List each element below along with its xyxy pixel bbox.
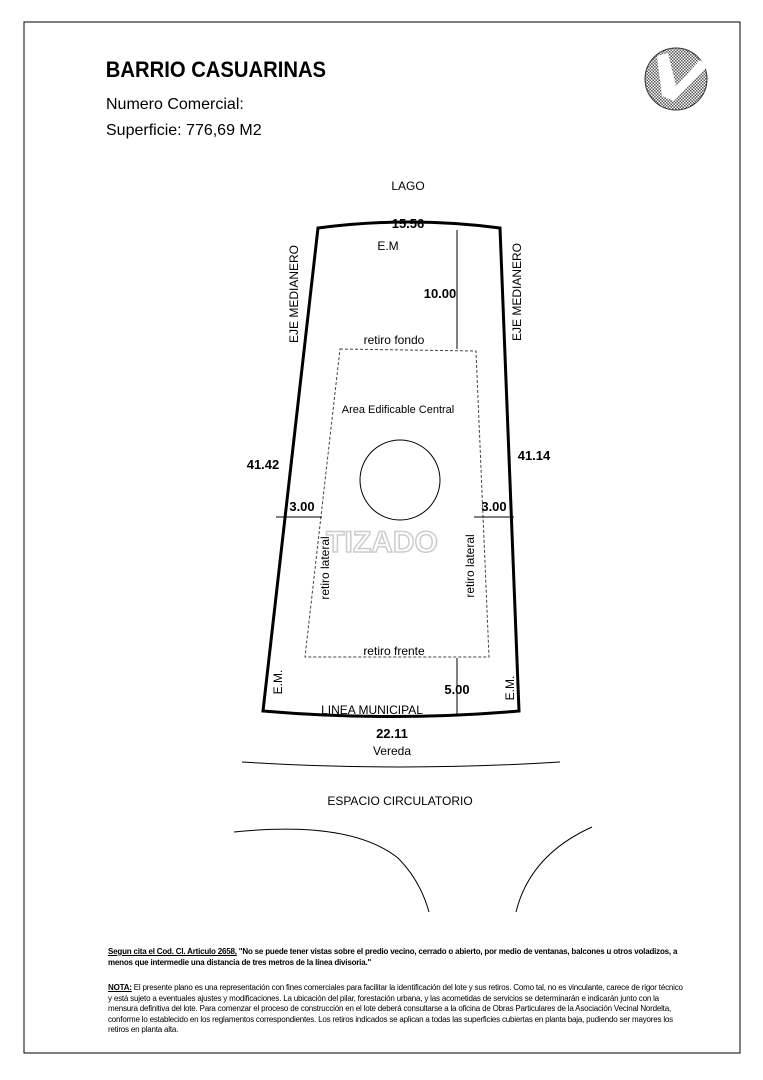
em-left: E.M. [271,670,285,695]
retiro-lateral-left: retiro lateral [318,536,332,599]
espacio-circulatorio-label: ESPACIO CIRCULATORIO [327,794,472,808]
note-text: El presente plano es una representación … [108,983,683,1034]
area-edificable-label: Area Edificable Central [342,404,455,416]
watermark: TIZADO [326,526,438,559]
numero-comercial: Numero Comercial: [106,96,244,113]
circle-marker [359,439,441,521]
eje-medianero-right: EJE MEDIANERO [510,243,524,341]
logo-icon [644,47,708,111]
right-dimension: 41.14 [518,448,551,463]
citation-text: "No se puede tener vistas sobre el predi… [108,947,678,967]
retiro-lateral-right: retiro lateral [463,534,477,597]
note-label: NOTA: [108,983,132,992]
lago-label: LAGO [391,179,424,193]
fondo-depth: 10.00 [424,286,457,301]
lateral-left: 3.00 [289,499,314,514]
buildable-area [304,348,490,658]
retiro-frente-label: retiro frente [363,644,425,658]
road-curve-left [233,828,430,913]
eje-medianero-left: EJE MEDIANERO [287,245,301,343]
sidewalk-line [241,761,561,768]
citation-label: Segun cita el Cod. Cl. Articulo 2658, [108,947,237,956]
linea-municipal-label: LINEA MUNICIPAL [321,703,423,717]
lateral-right: 3.00 [481,499,506,514]
road-curve-right [515,826,593,913]
frente-depth: 5.00 [444,682,469,697]
lot-boundary [261,220,521,718]
retiro-fondo-label: retiro fondo [364,333,425,347]
bottom-dimension: 22.11 [376,726,408,741]
superficie: Superficie: 776,69 M2 [106,122,262,139]
vereda-label: Vereda [373,744,411,758]
legal-citation: Segun cita el Cod. Cl. Articulo 2658, "N… [108,947,688,968]
left-dimension: 41.42 [247,457,280,472]
title: BARRIO CASUARINAS [106,58,326,82]
page-border [23,21,741,1054]
disclaimer-note: NOTA: El presente plano es una represent… [108,983,688,1036]
em-right: E.M. [503,676,517,701]
em-top: E.M [377,239,398,253]
